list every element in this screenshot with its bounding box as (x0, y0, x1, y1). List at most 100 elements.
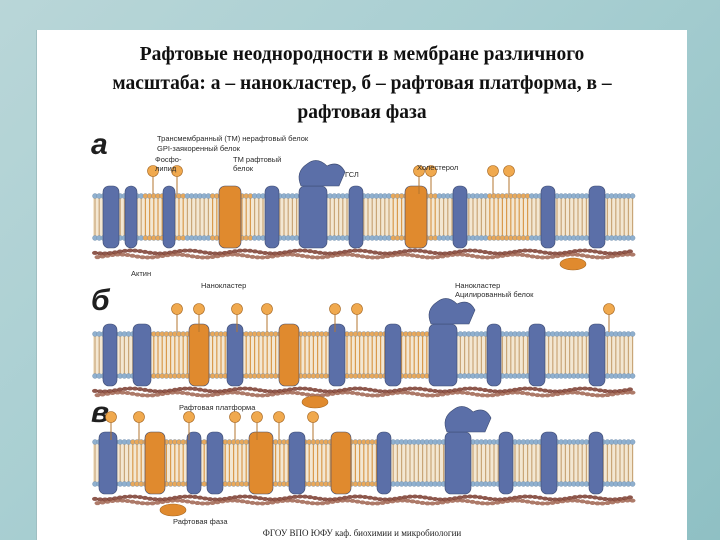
actin-subunit (267, 497, 273, 502)
actin-subunit (592, 387, 598, 392)
actin-subunit (134, 392, 141, 397)
protein-extracellular-domain (298, 160, 346, 187)
actin-subunit (544, 255, 551, 260)
actin-subunit (424, 501, 431, 506)
actin-subunit (137, 249, 143, 254)
actin-subunit (254, 255, 261, 260)
actin-subunit (609, 392, 616, 397)
actin-subunit (577, 386, 583, 391)
actin-subunit (599, 255, 606, 260)
actin-subunit (377, 497, 383, 502)
actin-subunit (259, 501, 266, 506)
slide-title: Рафтовые неоднородности в мембране разли… (37, 40, 687, 127)
actin-subunit (92, 496, 98, 501)
actin-subunit (349, 252, 356, 257)
actin-subunit (624, 390, 631, 395)
actin-subunit (527, 494, 533, 499)
actin-subunit (317, 496, 323, 501)
actin-subunit (524, 253, 531, 258)
actin-subunit (322, 251, 328, 256)
actin-subunit (597, 250, 603, 255)
actin-subunit (592, 495, 598, 500)
actin-subunit (459, 498, 466, 503)
actin-subunit (409, 253, 416, 258)
gpi-protein (425, 165, 437, 177)
label-raft-phase: Рафтовая фаза (173, 517, 228, 526)
actin-subunit (574, 252, 581, 257)
actin-subunit (252, 387, 258, 392)
actin-subunit (124, 391, 131, 396)
actin-subunit (594, 255, 601, 260)
nonraft-protein (428, 323, 458, 387)
actin-subunit (544, 501, 551, 506)
actin-subunit (457, 249, 463, 254)
panel-a-letter: а (91, 132, 108, 161)
actin-subunit (147, 388, 153, 393)
actin-subunit (514, 252, 521, 257)
acylated-protein (301, 395, 329, 409)
actin-subunit (129, 499, 136, 504)
actin-subunit (534, 255, 541, 260)
actin-subunit (477, 387, 483, 392)
actin-subunit (594, 501, 601, 506)
actin-subunit (292, 248, 298, 253)
actin-subunit (199, 255, 206, 260)
actin-subunit (244, 500, 251, 505)
actin-subunit (202, 388, 208, 393)
actin-subunit (192, 248, 198, 253)
actin-subunit (362, 386, 368, 391)
actin-subunit (484, 393, 491, 398)
actin-subunit (589, 254, 596, 259)
nonraft-protein (452, 185, 468, 249)
actin-subunit (297, 494, 303, 499)
actin-subunit (359, 254, 366, 259)
actin-subunit (412, 248, 418, 253)
actin-subunit (202, 250, 208, 255)
raft-protein (278, 323, 300, 387)
actin-subunit (439, 392, 446, 397)
label-tm-nonraft: Трансмембранный (ТМ) нерафтовый белок (157, 134, 309, 143)
actin-subunit (484, 255, 491, 260)
actin-subunit (509, 390, 516, 395)
actin-subunit (369, 255, 376, 260)
actin-subunit (417, 494, 423, 499)
actin-subunit (454, 252, 461, 257)
actin-subunit (509, 498, 516, 503)
actin-subunit (599, 393, 606, 398)
actin-subunit (312, 249, 318, 254)
actin-subunit (547, 389, 553, 394)
actin-subunit (294, 253, 301, 258)
actin-subunit (434, 393, 441, 398)
gpi-protein (193, 303, 205, 315)
actin-subunit (537, 387, 543, 392)
actin-subunit (202, 496, 208, 501)
actin-subunit (347, 387, 353, 392)
actin-subunit (627, 387, 633, 392)
slide: Рафтовые неоднородности в мембране разли… (36, 30, 687, 540)
actin-subunit (482, 250, 488, 255)
actin-subunit (144, 255, 151, 260)
actin-subunit (549, 392, 556, 397)
label-tm-raft-1: ТМ рафтовый (233, 155, 281, 164)
actin-subunit (247, 494, 253, 499)
actin-subunit (319, 393, 326, 398)
actin-subunit (179, 498, 186, 503)
nonraft-protein (206, 431, 224, 495)
actin-subunit (204, 393, 211, 398)
actin-subunit (532, 387, 538, 392)
actin-subunit (187, 386, 193, 391)
actin-subunit (604, 255, 611, 260)
raft-protein (330, 431, 352, 495)
actin-subunit (189, 254, 196, 259)
label-gsl: ГСЛ (345, 170, 359, 179)
actin-subunit (119, 252, 126, 257)
actin-subunit (369, 501, 376, 506)
actin-subunit (437, 389, 443, 394)
actin-subunit (207, 251, 213, 256)
actin-subunit (432, 251, 438, 256)
actin-subunit (99, 500, 106, 505)
actin-subunit (542, 496, 548, 501)
actin-subunit (119, 498, 126, 503)
actin-subunit (184, 253, 191, 258)
actin-subunit (149, 393, 156, 398)
